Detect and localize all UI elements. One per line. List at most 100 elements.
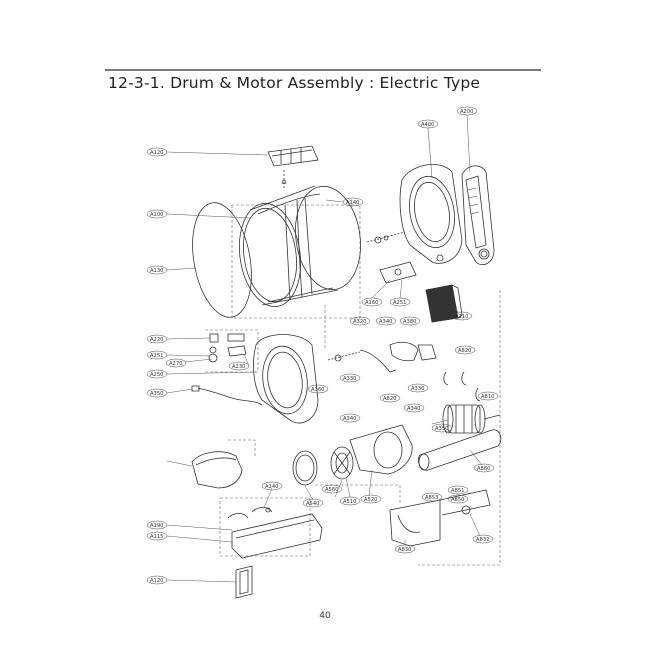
svg-text:A360: A360: [311, 387, 324, 393]
callout-label: A140: [342, 197, 364, 207]
callout-label: A850: [447, 494, 469, 504]
svg-text:A340: A340: [343, 416, 356, 422]
wire-harness: [197, 387, 263, 406]
filter-group-outline: [219, 497, 311, 557]
svg-text:A820: A820: [458, 348, 471, 354]
callout-label: A400: [417, 119, 439, 129]
svg-text:A251: A251: [150, 353, 163, 359]
top-bracket: [267, 145, 319, 167]
svg-text:A120: A120: [150, 578, 163, 584]
svg-text:A832: A832: [476, 537, 489, 543]
svg-text:A251: A251: [393, 300, 406, 306]
callout-label: A510: [339, 496, 361, 506]
idler-bracket: [389, 489, 491, 547]
control-panel: [461, 165, 495, 266]
callout-label: A190: [146, 520, 168, 530]
callout-label: A120: [146, 575, 168, 585]
leader-lines: [166, 114, 483, 583]
blower-fan: [330, 446, 354, 480]
svg-text:A230: A230: [232, 364, 245, 370]
callout-label: A851: [447, 485, 469, 495]
svg-text:A310: A310: [455, 314, 468, 320]
filter-guide: [191, 451, 243, 489]
svg-text:A350: A350: [435, 426, 448, 432]
svg-text:A115: A115: [150, 534, 163, 540]
motor-clips: [443, 371, 481, 402]
filter-handle: [235, 565, 253, 599]
svg-text:A340: A340: [407, 406, 420, 412]
callout-label: A140: [261, 481, 283, 491]
callout-label: A115: [146, 531, 168, 541]
callout-label: A251: [146, 350, 168, 360]
svg-text:A850: A850: [451, 497, 464, 503]
roller-bracket: [379, 261, 417, 284]
roller-shaft: [366, 231, 406, 244]
svg-text:A130: A130: [150, 268, 163, 274]
svg-text:A160: A160: [365, 300, 378, 306]
svg-text:A140: A140: [346, 200, 359, 206]
callout-label: A160: [361, 297, 383, 307]
drum: [239, 185, 361, 308]
callout-label: A360: [307, 384, 329, 394]
screw: [281, 179, 287, 185]
fan-group-outline: [315, 484, 401, 505]
callout-label: A860: [473, 463, 495, 473]
svg-text:A400: A400: [421, 122, 434, 128]
callout-label: A251: [389, 297, 411, 307]
svg-text:A350: A350: [150, 391, 163, 397]
svg-text:A100: A100: [150, 212, 163, 218]
callout-label: A230: [228, 361, 250, 371]
callout-label: A220: [146, 334, 168, 344]
drum-group-outline: [231, 204, 361, 319]
fan-housing: [349, 424, 413, 475]
callout-label: A320: [349, 316, 371, 326]
drum-belt: [192, 202, 252, 318]
svg-text:A200: A200: [460, 109, 473, 115]
svg-text:A330: A330: [343, 376, 356, 382]
svg-text:A190: A190: [150, 523, 163, 529]
svg-text:A220: A220: [150, 337, 163, 343]
front-bulkhead: [253, 334, 319, 424]
callout-label: A250: [146, 369, 168, 379]
callout-label: A820: [379, 393, 401, 403]
svg-text:A120: A120: [150, 150, 163, 156]
svg-text:A853: A853: [425, 495, 438, 501]
callout-label: A100: [146, 209, 168, 219]
svg-text:A250: A250: [150, 372, 163, 378]
callout-label: A200: [456, 106, 478, 116]
callout-label: A560: [321, 484, 343, 494]
svg-text:A830: A830: [398, 547, 411, 553]
svg-text:A820: A820: [383, 396, 396, 402]
callout-label: A350: [146, 388, 168, 398]
callout-label: A832: [472, 534, 494, 544]
callout-labels: A120 A100 A130 A140 A400 A200 A160 A251 …: [146, 106, 499, 585]
callout-label: A310: [451, 311, 473, 321]
callout-label: A540: [302, 498, 324, 508]
harness-connector: [191, 385, 200, 392]
callout-label: A330: [339, 373, 361, 383]
page-title: 12-3-1. Drum & Motor Assembly : Electric…: [108, 74, 481, 92]
callout-label: A330: [407, 383, 429, 393]
filter-guide-outline: [228, 439, 256, 458]
bracket-set: [208, 333, 247, 363]
callout-label: A130: [146, 265, 168, 275]
svg-text:A860: A860: [477, 466, 490, 472]
gasket-ring: [292, 450, 318, 486]
blower-duct: [418, 429, 502, 471]
callout-label: A120: [146, 147, 168, 157]
idler-assembly: [327, 341, 437, 373]
lint-filter: [227, 507, 323, 559]
callout-label: A350: [431, 423, 453, 433]
svg-text:A851: A851: [451, 488, 464, 494]
svg-text:A560: A560: [325, 487, 338, 493]
svg-text:A330: A330: [411, 386, 424, 392]
svg-text:A810: A810: [481, 394, 494, 400]
callout-label: A340: [403, 403, 425, 413]
svg-text:A520: A520: [364, 497, 377, 503]
callout-label: A340: [375, 316, 397, 326]
svg-text:A340: A340: [379, 319, 392, 325]
filter-duct: [425, 284, 463, 323]
svg-text:A140: A140: [265, 484, 278, 490]
svg-text:A320: A320: [353, 319, 366, 325]
right-group-outline: [418, 290, 501, 566]
